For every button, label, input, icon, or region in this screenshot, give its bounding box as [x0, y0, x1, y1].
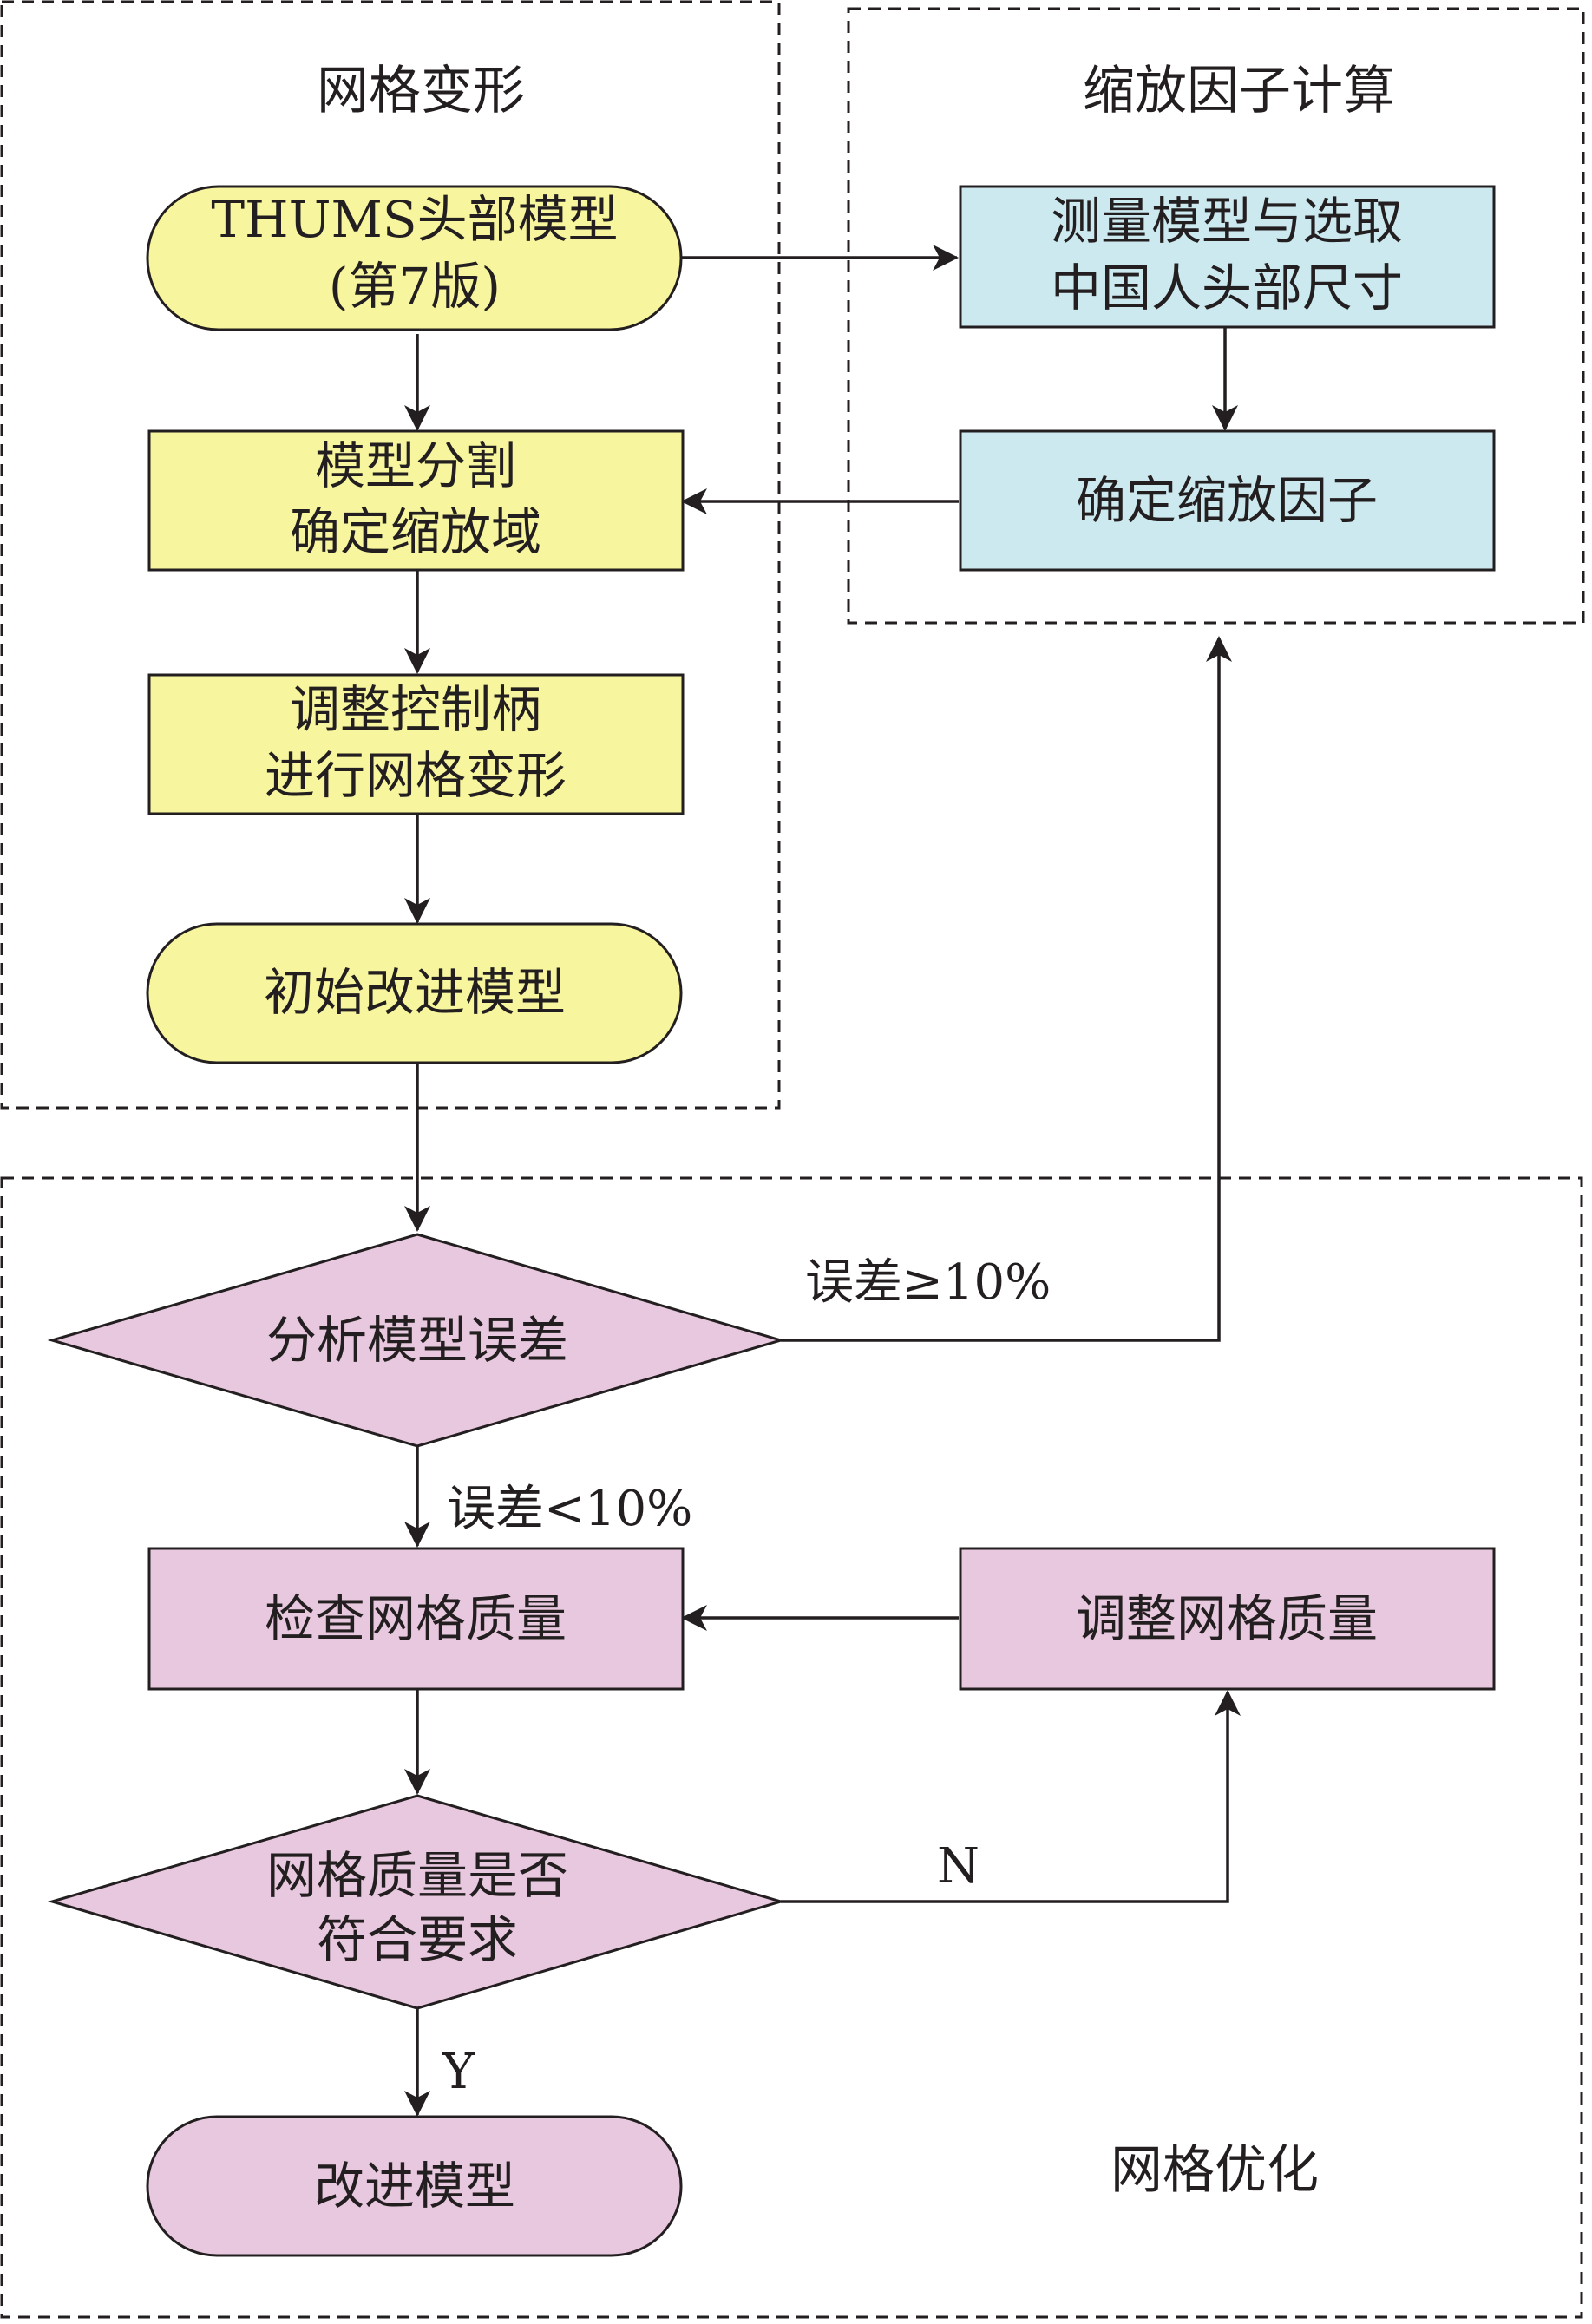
node-determine-scaling: 确定缩放因子: [959, 429, 1496, 572]
node-quality-q-line2: 符合要求: [317, 1910, 518, 1969]
node-segment-line1: 模型分割: [315, 436, 516, 495]
group-scaling-factor: [847, 7, 1585, 625]
node-adjust-quality: 调整网格质量: [959, 1547, 1496, 1691]
node-measure-model: 测量模型与选取 中国人头部尺寸: [959, 185, 1496, 329]
node-initial-text: 初始改进模型: [264, 963, 566, 1022]
node-adjust-line2: 进行网格变形: [265, 746, 567, 805]
edge-label-error-high: 误差≥10%: [805, 1254, 1051, 1311]
edge-label-yes: Y: [442, 2044, 475, 2100]
group-title-mesh-deformation: 网格变形: [317, 61, 525, 121]
node-model-segmentation: 模型分割 确定缩放域: [147, 429, 685, 572]
edge-quality-question-to-adjust: [781, 1690, 1241, 1903]
edge-label-error-low: 误差<10%: [447, 1481, 692, 1537]
node-check-text: 检查网格质量: [265, 1589, 567, 1648]
node-segment-line2: 确定缩放域: [290, 502, 541, 561]
node-check-quality: 检查网格质量: [147, 1547, 685, 1691]
node-final-text: 改进模型: [314, 2157, 515, 2216]
node-quality-question: 网格质量是否 符合要求: [47, 1794, 786, 2010]
group-mesh-optimization: [0, 1176, 1583, 2319]
node-quality-q-line1: 网格质量是否: [266, 1846, 568, 1905]
group-mesh-deformation: [0, 0, 781, 1110]
node-thums-line2: (第7版): [329, 257, 501, 316]
node-adjust-line1: 调整控制柄: [290, 680, 541, 739]
group-title-scaling-factor: 缩放因子计算: [1083, 61, 1395, 121]
node-measure-line1: 测量模型与选取: [1051, 192, 1403, 251]
node-determine-text: 确定缩放因子: [1076, 471, 1378, 530]
node-thums-model: THUMS头部模型 (第7版): [146, 185, 683, 331]
edge-analyze-to-scaling: [781, 636, 1232, 1342]
node-thums-line1: THUMS头部模型: [211, 190, 618, 249]
node-analyze-error: 分析模型误差: [47, 1233, 786, 1448]
node-measure-line2: 中国人头部尺寸: [1051, 259, 1403, 318]
group-title-mesh-optimization: 网格优化: [1110, 2140, 1319, 2201]
node-quality-adjust-text: 调整网格质量: [1076, 1589, 1378, 1648]
edge-label-no: N: [937, 1838, 979, 1895]
node-final-model: 改进模型: [146, 2115, 683, 2257]
node-initial-model: 初始改进模型: [146, 922, 683, 1064]
node-analyze-text: 分析模型误差: [266, 1311, 568, 1370]
node-adjust-handles: 调整控制柄 进行网格变形: [147, 673, 685, 815]
